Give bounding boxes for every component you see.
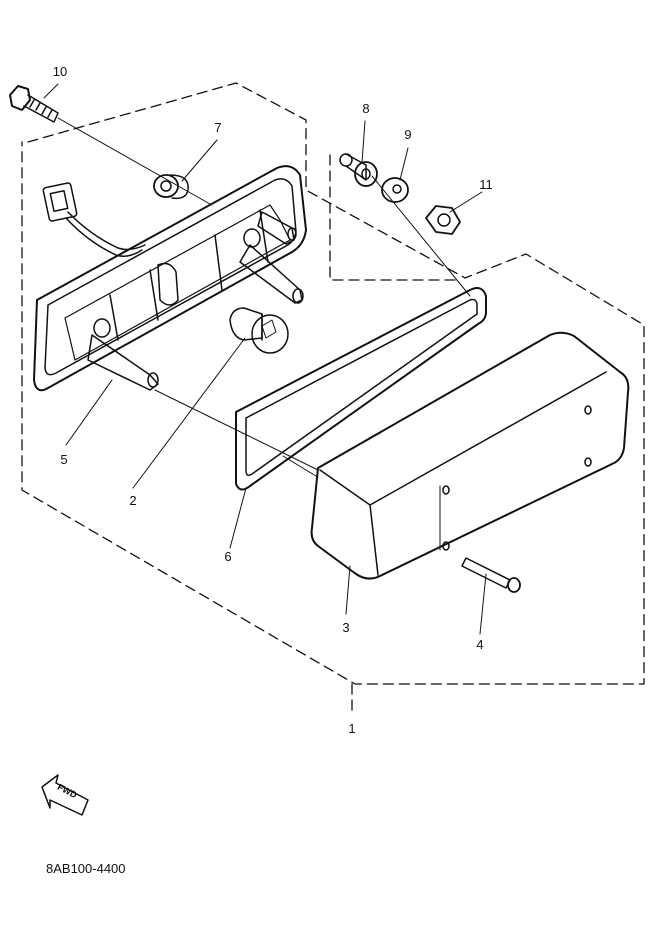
fwd-arrow-icon [41, 774, 89, 816]
callout-7: 7 [214, 120, 222, 135]
callout-1: 1 [348, 721, 356, 736]
screw-4 [461, 557, 521, 593]
washer-9 [381, 177, 409, 203]
callout-3: 3 [342, 620, 350, 635]
grommet-7 [153, 174, 189, 200]
bulb [229, 307, 289, 354]
callout-8: 8 [362, 101, 370, 116]
leader-lines [43, 83, 487, 635]
callout-10: 10 [52, 64, 68, 79]
bolt-10 [9, 85, 59, 123]
lens [310, 331, 630, 580]
callout-2: 2 [129, 493, 137, 508]
callout-9: 9 [404, 127, 412, 142]
tail-light-housing [33, 165, 307, 392]
callout-11: 11 [479, 177, 493, 192]
assembly-outline [21, 82, 645, 715]
callout-6: 6 [224, 549, 232, 564]
nut-11 [425, 205, 461, 235]
drawing-code: 8AB100-4400 [46, 861, 126, 876]
gasket [235, 287, 487, 491]
callout-4: 4 [476, 637, 484, 652]
collar-8 [339, 153, 378, 187]
callout-5: 5 [60, 452, 68, 467]
